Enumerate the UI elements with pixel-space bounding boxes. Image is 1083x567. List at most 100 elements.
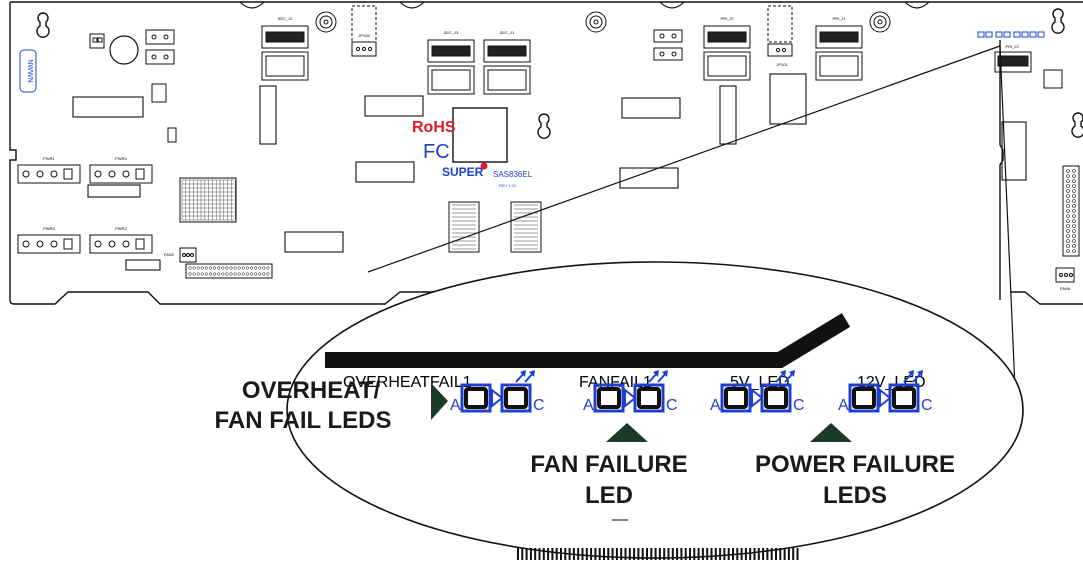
led-footprint <box>460 383 492 413</box>
rohs-logo: RoHS <box>412 119 456 136</box>
diode-icon <box>879 387 892 409</box>
connector-label: PWR4 <box>115 156 127 161</box>
sas-connector <box>261 25 309 81</box>
connector-label: PWR2 <box>115 226 127 231</box>
pin-c-label: C <box>666 397 678 414</box>
board-model: SAS836EL <box>493 170 533 179</box>
brand-dot-icon <box>480 162 488 170</box>
connector-label: PRI_J1 <box>832 16 846 21</box>
connector-label: JP101 <box>776 62 788 67</box>
connector-label: PWR1 <box>43 156 55 161</box>
board-outline <box>9 1 1083 305</box>
connector-label: PRI_J3 <box>1005 44 1019 49</box>
led-body <box>764 387 788 409</box>
led-body <box>504 387 528 409</box>
led-body <box>597 387 621 409</box>
pin-c-label: C <box>533 397 545 414</box>
pin-a-label: A <box>583 397 594 414</box>
sas-connector <box>427 39 475 95</box>
board-revision: REV 1.01 <box>499 183 517 188</box>
connector-label: PRI_J2 <box>720 16 734 21</box>
pin-c-label: C <box>793 397 805 414</box>
power-connector-pwr3 <box>17 234 81 254</box>
title-overheat-line2: FAN FAIL LEDS <box>215 407 392 434</box>
diode-icon <box>491 387 504 409</box>
title-power-line1: POWER FAILURE <box>755 451 955 478</box>
pin-header-pins <box>188 266 270 276</box>
buzzer <box>109 35 139 65</box>
led-footprint <box>633 383 665 413</box>
fcc-logo: FC <box>423 141 450 163</box>
light-arrowhead-icon <box>653 370 659 377</box>
led-footprint <box>500 383 532 413</box>
connector-label: SEC_J1 <box>500 30 515 35</box>
title-fan-line2: LED <box>585 482 633 509</box>
pin-header-pins <box>1066 169 1076 253</box>
led-label-overheat: OVERHEATFAIL1 <box>343 374 472 391</box>
pin-header-long <box>185 263 273 279</box>
cable-stripes <box>452 204 538 250</box>
connector-label: FAN2 <box>164 252 175 257</box>
side-label: NWWN <box>26 59 33 82</box>
screw-post-icon <box>315 11 337 33</box>
led-pair-icons <box>977 31 1045 38</box>
fan-connector <box>1055 267 1075 283</box>
light-arrowhead-icon <box>908 370 914 377</box>
led-footprint <box>848 383 880 413</box>
power-connector-pwr2 <box>89 234 153 254</box>
jumper-module <box>351 5 377 57</box>
bga-grid <box>181 179 236 221</box>
sas-connector <box>815 25 863 81</box>
light-arrowhead-icon <box>789 370 795 377</box>
board-top-notches <box>239 1 930 9</box>
mounting-hole-icon <box>1051 8 1065 34</box>
side-label-box <box>19 49 37 93</box>
callout-lines <box>367 45 1016 389</box>
led-body <box>464 387 488 409</box>
connector-label: PWR3 <box>43 226 55 231</box>
light-arrowhead-icon <box>520 370 526 377</box>
pointer-triangle-icon <box>810 423 852 442</box>
power-connector-pwr4 <box>89 164 153 184</box>
connector-label: SEC_J3 <box>444 30 459 35</box>
jumper-block <box>653 29 1063 89</box>
title-power-line2: LEDS <box>823 482 887 509</box>
diode-icon <box>751 387 764 409</box>
power-connector-pwr1 <box>17 164 81 184</box>
title-overheat-line1: OVERHEAT/ <box>242 377 381 404</box>
connector-label: SEC_J2 <box>278 16 293 21</box>
pin-a-label: A <box>450 397 461 414</box>
connector-label: JP106 <box>358 33 370 38</box>
jumper-module <box>767 5 793 57</box>
diode-icon <box>624 387 637 409</box>
pointer-triangle-icon <box>606 423 648 442</box>
led-body <box>892 387 916 409</box>
brand-logo: SUPER <box>442 165 484 179</box>
light-arrowhead-icon <box>662 370 668 377</box>
led-body <box>852 387 876 409</box>
jumper-block <box>89 29 177 143</box>
title-fan-line1: FAN FAILURE <box>530 451 687 478</box>
connector-label: FAN6 <box>1060 286 1071 291</box>
board-components <box>72 73 1027 271</box>
pin-a-label: A <box>838 397 849 414</box>
led-label-5v: 5V_LED <box>730 374 790 391</box>
light-arrowhead-icon <box>917 370 923 377</box>
pointer-triangle-icon <box>431 383 448 420</box>
light-arrowhead-icon <box>780 370 786 377</box>
pin-a-label: A <box>710 397 721 414</box>
sas-connector <box>483 39 531 95</box>
mounting-hole-icon <box>1071 112 1083 138</box>
bga-chip <box>179 177 237 223</box>
led-footprint <box>888 383 920 413</box>
led-body <box>637 387 661 409</box>
sas-connector <box>994 51 1032 73</box>
callout-trace <box>325 313 851 368</box>
cable-connectors <box>448 201 542 253</box>
pin-header <box>1062 165 1080 257</box>
mounting-hole-icon <box>36 12 50 38</box>
